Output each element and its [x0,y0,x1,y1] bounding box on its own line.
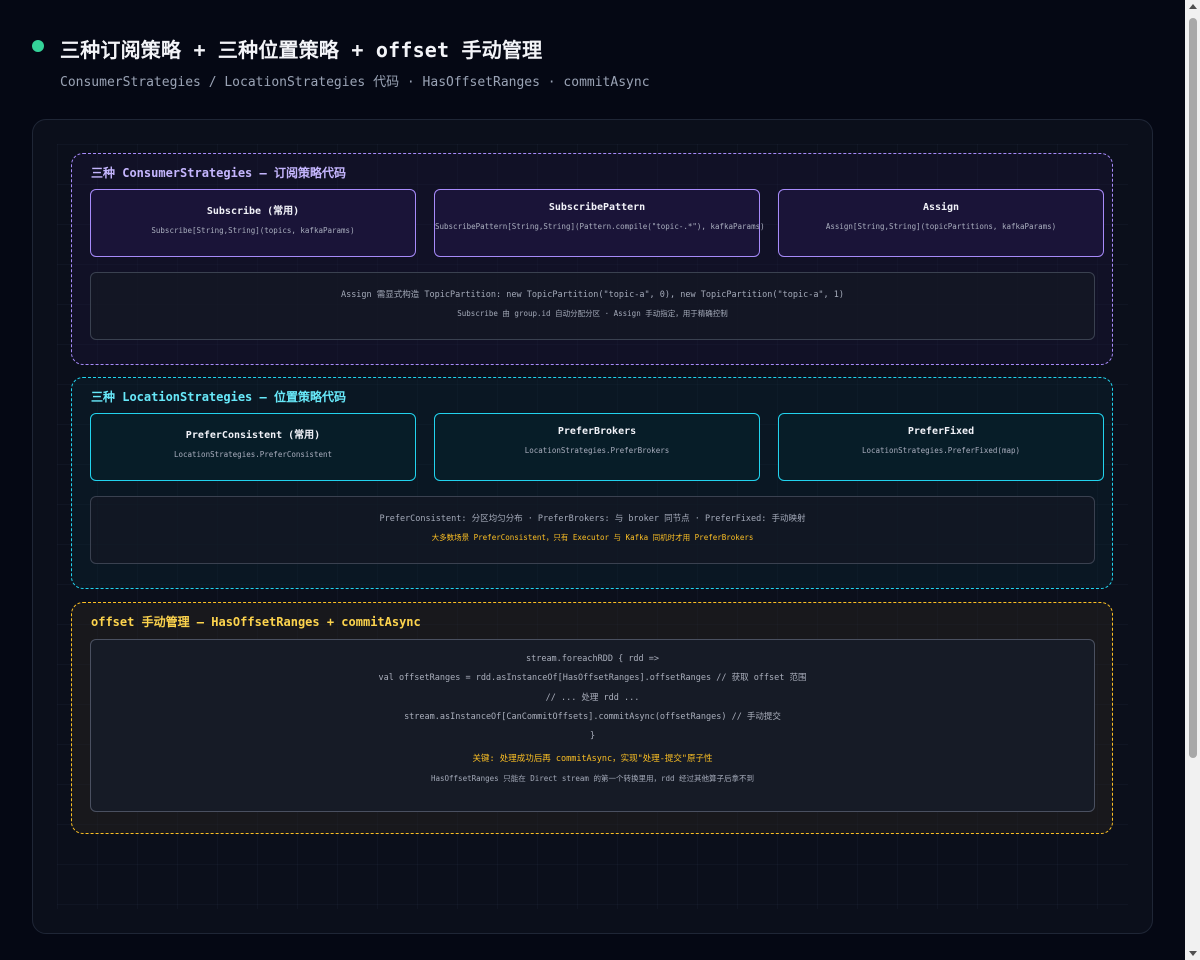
scroll-up-arrow-icon[interactable] [1189,4,1197,9]
card-title: PreferConsistent (常用) [185,430,321,441]
code-line: stream.foreachRDD { rdd => [525,654,660,664]
note-line: PreferConsistent: 分区均匀分布 · PreferBrokers… [379,514,806,524]
card-title: Assign [922,202,960,213]
consumer-section-title: 三种 ConsumerStrategies — 订阅策略代码 [91,166,346,180]
card-assign: Assign Assign[String,String](topicPartit… [778,189,1104,257]
scrollbar-thumb[interactable] [1189,18,1197,758]
key-note: 关键: 处理成功后再 commitAsync，实现"处理-提交"原子性 [472,754,713,765]
card-title: SubscribePattern [548,202,646,213]
offset-management-section: offset 手动管理 — HasOffsetRanges + commitAs… [71,602,1113,834]
card-code: LocationStrategies.PreferConsistent [173,450,333,459]
consumer-strategies-section: 三种 ConsumerStrategies — 订阅策略代码 Subscribe… [71,153,1113,365]
card-prefer-brokers: PreferBrokers LocationStrategies.PreferB… [434,413,760,481]
card-code: LocationStrategies.PreferFixed(map) [861,446,1021,455]
note-line: Subscribe 由 group.id 自动分配分区 · Assign 手动指… [457,309,728,318]
card-code: SubscribePattern[String,String](Pattern.… [435,222,765,231]
offset-section-title: offset 手动管理 — HasOffsetRanges + commitAs… [91,615,421,629]
card-prefer-fixed: PreferFixed LocationStrategies.PreferFix… [778,413,1104,481]
card-prefer-consistent: PreferConsistent (常用) LocationStrategies… [90,413,416,481]
card-code: LocationStrategies.PreferBrokers [524,446,670,455]
offset-code-box: stream.foreachRDD { rdd => val offsetRan… [90,639,1095,812]
consumer-note-box: Assign 需显式构造 TopicPartition: new TopicPa… [90,272,1095,340]
card-title: Subscribe (常用) [206,206,300,217]
card-subscribe: Subscribe (常用) Subscribe[String,String](… [90,189,416,257]
card-title: PreferBrokers [557,426,637,437]
location-note-box: PreferConsistent: 分区均匀分布 · PreferBrokers… [90,496,1095,564]
location-section-title: 三种 LocationStrategies — 位置策略代码 [91,390,346,404]
code-line: val offsetRanges = rdd.asInstanceOf[HasO… [378,673,807,684]
card-code: Assign[String,String](topicPartitions, k… [825,222,1057,231]
scroll-down-arrow-icon[interactable] [1189,951,1197,956]
card-code: Subscribe[String,String](topics, kafkaPa… [151,226,355,235]
foot-note: HasOffsetRanges 只能在 Direct stream 的第一个转换… [430,774,755,784]
card-subscribe-pattern: SubscribePattern SubscribePattern[String… [434,189,765,257]
diagram-panel: 三种 ConsumerStrategies — 订阅策略代码 Subscribe… [32,119,1153,934]
note-highlight: 大多数场景 PreferConsistent，只有 Executor 与 Kaf… [431,533,754,542]
code-line: } [589,731,596,742]
card-title: PreferFixed [907,426,975,437]
code-line: // ... 处理 rdd ... [545,692,640,703]
vertical-scrollbar[interactable] [1185,0,1200,960]
page-title: 三种订阅策略 + 三种位置策略 + offset 手动管理 [60,38,543,62]
page-subtitle: ConsumerStrategies / LocationStrategies … [60,75,650,90]
location-strategies-section: 三种 LocationStrategies — 位置策略代码 PreferCon… [71,377,1113,589]
note-line: Assign 需显式构造 TopicPartition: new TopicPa… [340,290,845,300]
status-dot-icon [32,40,44,52]
code-line: stream.asInstanceOf[CanCommitOffsets].co… [404,711,781,722]
